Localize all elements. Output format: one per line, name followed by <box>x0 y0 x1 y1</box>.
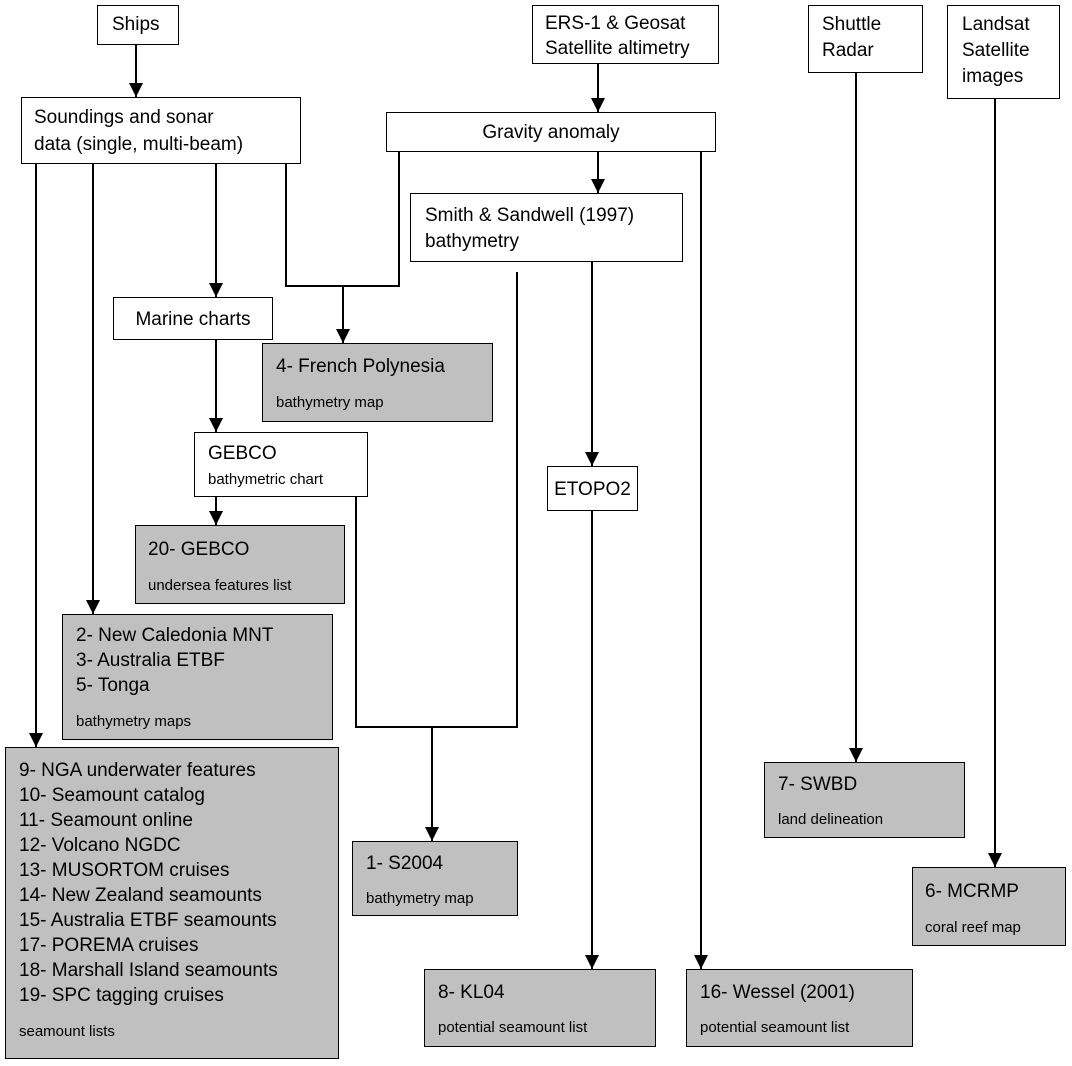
seamount-list-item: 12- Volcano NGDC <box>19 835 181 856</box>
mcrmp-title: 6- MCRMP <box>925 881 1019 902</box>
soundings-label-line1: Soundings and sonar <box>34 107 214 128</box>
seamount-list-item: 15- Australia ETBF seamounts <box>19 910 277 931</box>
seamount-list-item: 18- Marshall Island seamounts <box>19 960 278 981</box>
bathymetry-maps-item: 3- Australia ETBF <box>76 650 225 671</box>
swbd-subtitle: land delineation <box>778 811 884 828</box>
soundings-box: Soundings and sonar data (single, multi-… <box>21 97 301 164</box>
gebco-chart-box: GEBCO bathymetric chart <box>194 432 368 497</box>
seamount-list-item: 17- POREMA cruises <box>19 935 199 956</box>
gravity-anomaly-label: Gravity anomaly <box>482 122 620 143</box>
shuttle-radar-box: Shuttle Radar <box>808 5 923 73</box>
landsat-label-line3: images <box>962 66 1024 87</box>
marine-charts-box: Marine charts <box>113 297 273 340</box>
gebco-chart-label-line2: bathymetric chart <box>208 471 324 488</box>
ships-box: Ships <box>97 5 179 45</box>
s2004-subtitle: bathymetry map <box>366 890 474 907</box>
mcrmp-box: 6- MCRMP coral reef map <box>912 867 1066 946</box>
bathymetry-maps-subtitle: bathymetry maps <box>76 713 192 730</box>
swbd-box: 7- SWBD land delineation <box>764 762 965 838</box>
line-soundings-to-merge <box>285 152 400 287</box>
line-gebco-chart-to-merge <box>355 272 518 728</box>
bathymetry-maps-item: 2- New Caledonia MNT <box>76 625 274 646</box>
smith-sandwell-label-line1: Smith & Sandwell (1997) <box>425 205 635 226</box>
wessel-box: 16- Wessel (2001) potential seamount lis… <box>686 969 913 1047</box>
landsat-label-line1: Landsat <box>962 14 1030 35</box>
altimetry-box: ERS-1 & Geosat Satellite altimetry <box>532 5 719 64</box>
seamount-list-item: 14- New Zealand seamounts <box>19 885 262 906</box>
french-polynesia-subtitle: bathymetry map <box>276 394 384 411</box>
seamount-list-item: 11- Seamount online <box>19 810 193 831</box>
swbd-title: 7- SWBD <box>778 774 858 795</box>
french-polynesia-box: 4- French Polynesia bathymetry map <box>262 343 493 422</box>
mcrmp-subtitle: coral reef map <box>925 919 1021 936</box>
gebco-chart-label-line1: GEBCO <box>208 443 277 464</box>
wessel-title: 16- Wessel (2001) <box>700 982 855 1003</box>
gebco-list-subtitle: undersea features list <box>148 577 292 594</box>
seamount-lists-box: 9- NGA underwater features 10- Seamount … <box>5 747 339 1059</box>
bathymetry-maps-item: 5- Tonga <box>76 675 150 696</box>
gebco-list-box: 20- GEBCO undersea features list <box>135 525 345 604</box>
s2004-box: 1- S2004 bathymetry map <box>352 841 518 916</box>
soundings-label-line2: data (single, multi-beam) <box>34 134 244 155</box>
seamount-list-item: 10- Seamount catalog <box>19 785 205 806</box>
altimetry-label-line1: ERS-1 & Geosat <box>545 13 686 34</box>
seamount-lists-subtitle: seamount lists <box>19 1023 115 1040</box>
shuttle-label-line2: Radar <box>822 40 874 61</box>
kl04-subtitle: potential seamount list <box>438 1019 588 1036</box>
seamount-list-item: 9- NGA underwater features <box>19 760 256 781</box>
wessel-subtitle: potential seamount list <box>700 1019 850 1036</box>
french-polynesia-title: 4- French Polynesia <box>276 356 445 377</box>
ships-label: Ships <box>112 14 160 35</box>
landsat-label-line2: Satellite <box>962 40 1030 61</box>
kl04-title: 8- KL04 <box>438 982 505 1003</box>
s2004-title: 1- S2004 <box>366 853 444 874</box>
bathymetry-maps-box: 2- New Caledonia MNT 3- Australia ETBF 5… <box>62 614 333 740</box>
seamount-list-item: 19- SPC tagging cruises <box>19 985 224 1006</box>
etopo2-label: ETOPO2 <box>554 479 631 500</box>
gravity-anomaly-box: Gravity anomaly <box>386 112 716 152</box>
marine-charts-label: Marine charts <box>135 309 251 330</box>
seamount-list-item: 13- MUSORTOM cruises <box>19 860 230 881</box>
altimetry-label-line2: Satellite altimetry <box>545 38 690 59</box>
gebco-list-title: 20- GEBCO <box>148 539 250 560</box>
shuttle-label-line1: Shuttle <box>822 14 882 35</box>
kl04-box: 8- KL04 potential seamount list <box>424 969 656 1047</box>
smith-sandwell-label-line2: bathymetry <box>425 231 519 252</box>
landsat-box: Landsat Satellite images <box>947 5 1060 99</box>
etopo2-box: ETOPO2 <box>547 466 638 511</box>
smith-sandwell-box: Smith & Sandwell (1997) bathymetry <box>410 193 683 262</box>
